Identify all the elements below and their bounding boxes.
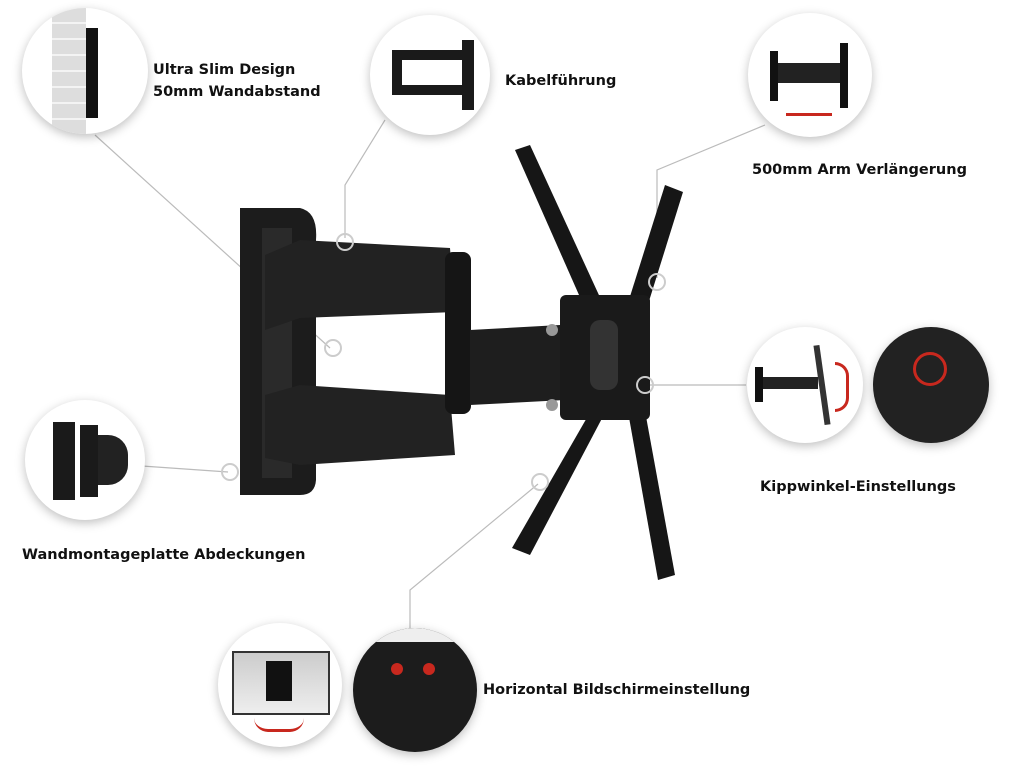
slim-design-title: Ultra Slim Design xyxy=(153,62,296,78)
wallplate-covers-image xyxy=(25,400,145,520)
horizontal-adjust-label: Horizontal Bildschirmeinstellung xyxy=(483,682,751,698)
tilt-adjust-label: Kippwinkel-Einstellungs xyxy=(760,479,956,495)
horizontal-adjust-image xyxy=(218,623,342,747)
cable-management-label: Kabelführung xyxy=(505,73,617,89)
cable-management-image xyxy=(370,15,490,135)
slim-design-image xyxy=(22,8,148,134)
swing-arms xyxy=(265,240,565,465)
wall-distance-text: 50mm Wandabstand xyxy=(153,84,321,100)
arm-extension-label: 500mm Arm Verlängerung xyxy=(752,162,967,178)
arm-extension-image xyxy=(748,13,872,137)
horizontal-detail-image xyxy=(353,628,477,752)
vesa-plate xyxy=(512,145,683,580)
callout-dots xyxy=(221,233,666,491)
slim-design-label: Ultra Slim Design 50mm Wandabstand xyxy=(153,59,321,103)
tilt-side-image xyxy=(747,327,863,443)
wallplate-covers-label: Wandmontageplatte Abdeckungen xyxy=(22,547,306,563)
tilt-detail-image xyxy=(873,327,989,443)
